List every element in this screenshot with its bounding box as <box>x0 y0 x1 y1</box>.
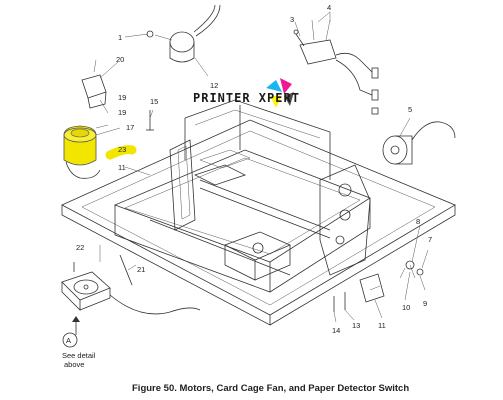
bracket-11 <box>359 273 385 303</box>
inner-tray <box>113 149 371 293</box>
watermark-text: PRINTER XPERT <box>193 91 300 105</box>
detail-arrow-a <box>62 316 80 348</box>
figure-caption: Figure 50. Motors, Card Cage Fan, and Pa… <box>132 383 409 394</box>
callout-8: 8 <box>416 217 420 226</box>
tray-motor-assembly <box>223 231 292 281</box>
carriage-rails <box>149 149 331 276</box>
callout-19-bottom: 19 <box>118 108 126 117</box>
callout-11-left: 11 <box>118 163 126 172</box>
detail-note-line1: See detail <box>62 351 96 360</box>
callout-17: 17 <box>126 123 134 132</box>
callout-23: 23 <box>118 145 126 154</box>
paper-detector-switch-3-4 <box>293 19 379 115</box>
callout-21: 21 <box>137 265 145 274</box>
callout-10: 10 <box>402 303 410 312</box>
base-plate <box>61 119 456 326</box>
callout-14: 14 <box>332 326 340 335</box>
callout-13: 13 <box>352 321 360 330</box>
callout-15: 15 <box>150 97 158 106</box>
callout-a: A <box>66 336 71 345</box>
rear-frame <box>184 99 331 180</box>
callout-19-top: 19 <box>118 93 126 102</box>
leader-lines <box>95 11 429 323</box>
right-side-frame <box>319 164 371 276</box>
cover-20 <box>81 59 107 109</box>
callout-12: 12 <box>210 81 218 90</box>
hardware-7-8-9-10 <box>399 260 424 279</box>
screw-21 <box>119 254 133 286</box>
printer-xpert-watermark: PRINTER XPERT <box>193 78 300 108</box>
callout-11-right: 11 <box>378 321 386 330</box>
card-cage-fan-22 <box>61 262 201 315</box>
callout-6: 1 <box>118 33 122 42</box>
callout-7: 7 <box>428 235 432 244</box>
callout-labels: 1 12 3 4 5 20 19 19 17 15 23 11 8 7 9 10… <box>66 3 432 345</box>
detail-note-line2: above <box>64 360 84 369</box>
fan-motor-23-highlighted <box>63 125 137 179</box>
callout-22: 22 <box>76 243 84 252</box>
motor-12 <box>146 4 221 63</box>
callout-20: 20 <box>116 55 124 64</box>
motor-5 <box>382 121 456 165</box>
callout-3: 3 <box>290 15 294 24</box>
callout-9: 9 <box>423 299 427 308</box>
callout-4: 4 <box>327 3 331 12</box>
callout-5: 5 <box>408 105 412 114</box>
left-bracket <box>169 139 196 231</box>
screws-13-14 <box>333 292 346 312</box>
screw-15 <box>146 110 154 131</box>
